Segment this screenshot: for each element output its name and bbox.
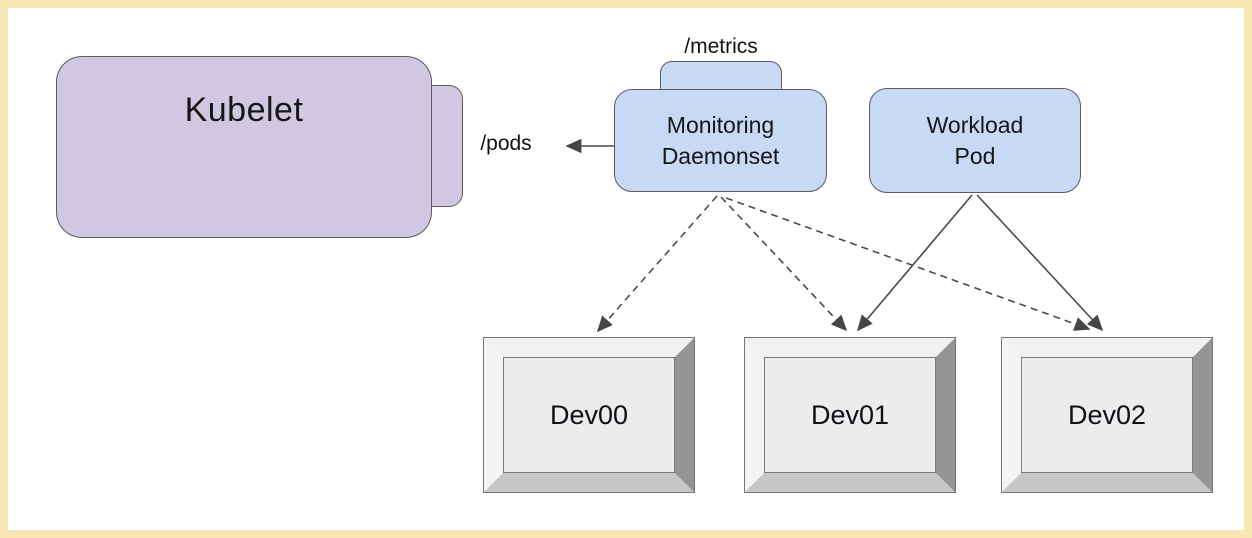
edge-monitoring-to-dev01 bbox=[720, 196, 848, 332]
monitoring-daemonset-label: Monitoring Daemonset bbox=[662, 110, 780, 172]
monitoring-daemonset-node: Monitoring Daemonset bbox=[614, 89, 827, 192]
kubelet-node: Kubelet bbox=[56, 56, 432, 238]
kubelet-label: Kubelet bbox=[184, 91, 304, 129]
workload-label-line1: Workload bbox=[926, 111, 1024, 138]
device-node-dev00: Dev00 bbox=[483, 337, 695, 493]
edge-workload-to-dev02 bbox=[976, 194, 1104, 332]
device-node-dev02: Dev02 bbox=[1001, 337, 1213, 493]
edge-monitoring-to-dev02 bbox=[725, 197, 1091, 331]
pods-endpoint-label: /pods bbox=[480, 132, 532, 155]
metrics-endpoint-label: /metrics bbox=[684, 35, 758, 58]
edges-svg bbox=[565, 138, 1104, 333]
workload-pod-label: Workload Pod bbox=[927, 110, 1024, 172]
dev02-label: Dev02 bbox=[1067, 399, 1147, 430]
diagram-stage: Kubelet /pods /metrics Monitoring Daemon… bbox=[8, 8, 1244, 530]
workload-pod-node: Workload Pod bbox=[869, 88, 1081, 193]
monitoring-label-line1: Monitoring bbox=[666, 111, 775, 138]
device-face: Dev00 bbox=[503, 357, 675, 473]
device-node-dev01: Dev01 bbox=[744, 337, 956, 493]
edge-monitoring-to-dev00 bbox=[596, 195, 718, 333]
device-face: Dev02 bbox=[1021, 357, 1193, 473]
dev00-label: Dev00 bbox=[549, 399, 629, 430]
monitoring-label-line2: Daemonset bbox=[661, 142, 780, 169]
edge-workload-to-dev01 bbox=[856, 194, 973, 332]
workload-label-line2: Pod bbox=[954, 142, 996, 169]
device-face: Dev01 bbox=[764, 357, 936, 473]
dev01-label: Dev01 bbox=[810, 399, 890, 430]
